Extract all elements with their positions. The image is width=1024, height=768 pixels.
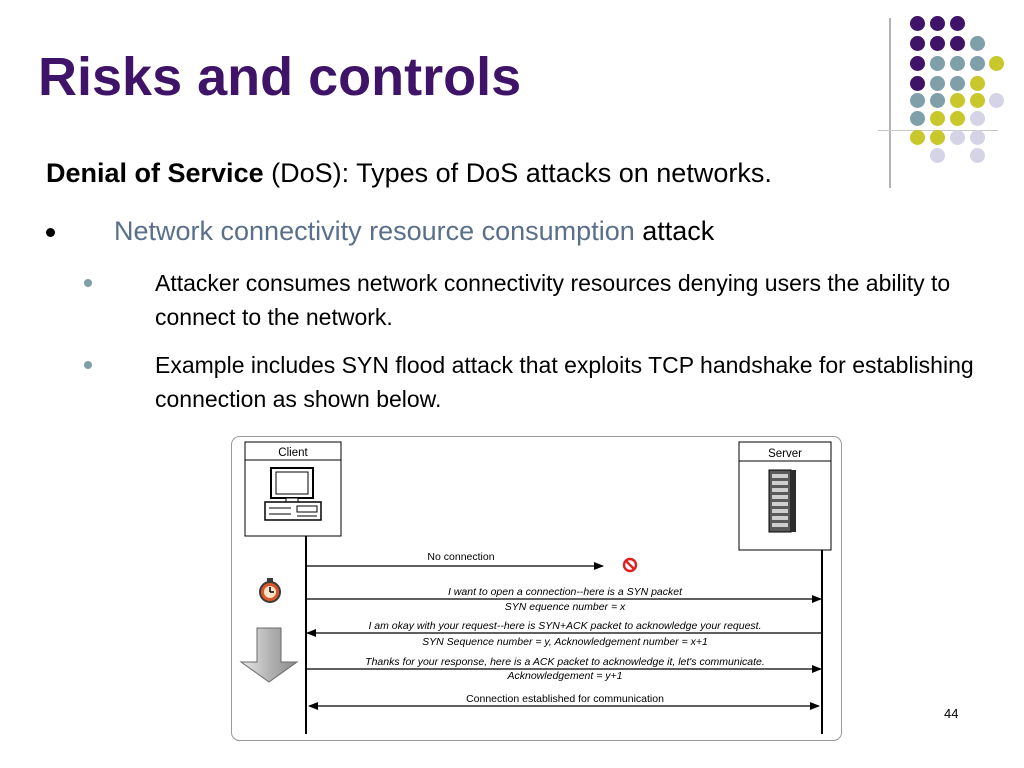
sub-bullet-icon — [84, 361, 92, 369]
decorative-dot — [950, 111, 965, 126]
decorative-dot — [910, 36, 925, 51]
decorative-dot — [910, 111, 925, 126]
sub-bullet-text: Example includes SYN flood attack that e… — [155, 352, 974, 412]
bullet-accent-text: Network connectivity resource consumptio… — [114, 216, 635, 246]
server-icon — [768, 469, 796, 533]
down-arrow-icon — [239, 627, 299, 683]
bullet-icon — [46, 228, 55, 237]
decorative-dot — [910, 56, 925, 71]
decorative-dot — [970, 76, 985, 91]
decorative-dot — [930, 56, 945, 71]
sub-bullet-text: Attacker consumes network connectivity r… — [155, 270, 951, 330]
message-label: I want to open a connection--here is a S… — [448, 586, 683, 598]
message-detail: SYN Sequence number = y, Acknowledgement… — [422, 636, 708, 648]
decorative-dot — [930, 130, 945, 145]
decorative-dot — [970, 36, 985, 51]
server-box: Server — [738, 441, 832, 551]
sub-bullet-icon — [84, 279, 92, 287]
decorative-dot — [910, 76, 925, 91]
stopwatch-icon — [259, 578, 281, 603]
bullet-rest-text: attack — [634, 216, 715, 246]
decorative-dot — [930, 111, 945, 126]
decorative-dot — [910, 16, 925, 31]
bullet-text: Network connectivity resource consumptio… — [114, 216, 714, 247]
message-label: Thanks for your response, here is a ACK … — [365, 656, 765, 668]
section-heading: Denial of Service (DoS): Types of DoS at… — [46, 158, 772, 189]
client-box: Client — [244, 441, 342, 537]
message-label: I am okay with your request--here is SYN… — [368, 620, 761, 632]
decorative-dot — [970, 148, 985, 163]
message-label: No connection — [427, 551, 494, 563]
decorative-dot — [930, 148, 945, 163]
decorative-dot — [930, 36, 945, 51]
decorative-dot — [970, 56, 985, 71]
decorative-dot — [970, 130, 985, 145]
decorative-dot — [950, 130, 965, 145]
message-detail: SYN equence number = x — [505, 601, 626, 613]
client-label: Client — [278, 447, 308, 459]
decorative-dot — [989, 56, 1004, 71]
decorative-dot — [950, 16, 965, 31]
heading-rest: (DoS): Types of DoS attacks on networks. — [263, 158, 772, 188]
decorative-dot — [950, 93, 965, 108]
tcp-handshake-diagram: Client Server — [231, 436, 842, 741]
message-detail: Acknowledgement = y+1 — [507, 670, 623, 682]
heading-bold: Denial of Service — [46, 158, 264, 188]
decorative-dot — [970, 93, 985, 108]
slide-title: Risks and controls — [38, 47, 522, 107]
decorative-dot — [950, 56, 965, 71]
server-label: Server — [768, 448, 802, 460]
page-number: 44 — [944, 706, 959, 721]
decorative-dot — [950, 36, 965, 51]
diagram-frame — [231, 436, 842, 741]
decorative-dot — [950, 76, 965, 91]
decorative-dot — [910, 93, 925, 108]
decorative-vertical-line — [889, 18, 891, 188]
no-entry-icon — [622, 557, 638, 573]
decorative-dot — [930, 93, 945, 108]
decorative-dot — [970, 111, 985, 126]
decorative-dot — [910, 130, 925, 145]
message-label: Connection established for communication — [466, 693, 664, 705]
decorative-dot — [930, 76, 945, 91]
computer-icon — [264, 467, 322, 521]
decorative-dot — [930, 16, 945, 31]
decorative-dot — [989, 93, 1004, 108]
